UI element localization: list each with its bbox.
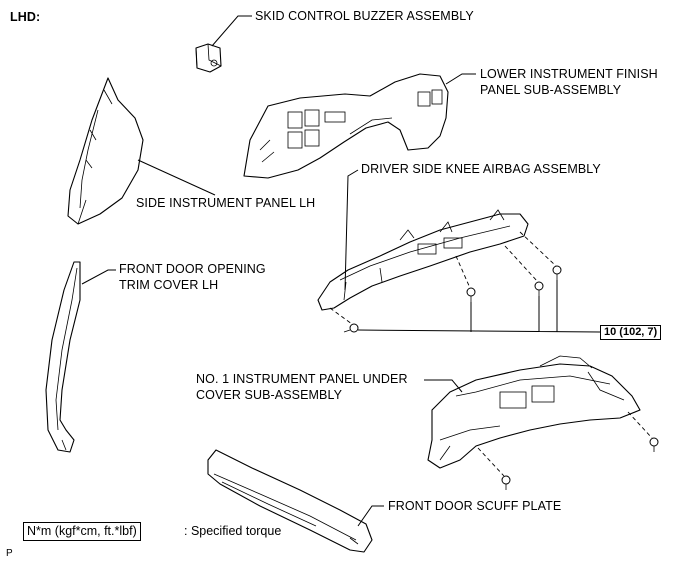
under-cover-bolt-1: [649, 437, 659, 452]
buzzer-leader-line: [211, 15, 252, 47]
torque-leader-lines: [357, 280, 601, 333]
under-cover-callout-line1: NO. 1 INSTRUMENT PANEL UNDER: [196, 372, 408, 386]
airbag-bolt-4: [343, 323, 359, 333]
variant-label: LHD:: [10, 10, 41, 24]
under-cover-leader-line: [424, 379, 463, 393]
side-instrument-panel-drawing: [67, 77, 144, 225]
door-trim-callout-line2: TRIM COVER LH: [119, 278, 219, 292]
lower-finish-panel-drawing: [243, 73, 449, 179]
airbag-bolt-2: [534, 281, 544, 296]
lower-panel-callout-line2: PANEL SUB-ASSEMBLY: [480, 83, 622, 97]
torque-spec-box: 10 (102, 7): [600, 325, 662, 340]
torque-legend-description: : Specified torque: [184, 524, 282, 538]
scuff-plate-callout: FRONT DOOR SCUFF PLATE: [388, 499, 562, 513]
door-trim-leader-line: [81, 269, 116, 285]
scuff-plate-drawing: [207, 449, 373, 553]
scuff-plate-leader-line: [357, 505, 384, 527]
airbag-bolt-1: [466, 287, 476, 302]
lower-panel-callout-line1: LOWER INSTRUMENT FINISH: [480, 67, 658, 81]
page-marker: P: [6, 548, 13, 559]
skid-control-buzzer-drawing: [195, 43, 222, 73]
side-panel-leader-line: [137, 159, 216, 196]
knee-airbag-leader-line: [344, 169, 359, 291]
door-trim-callout-line1: FRONT DOOR OPENING: [119, 262, 266, 276]
airbag-bolt-3: [552, 265, 562, 280]
under-cover-callout-line2: COVER SUB-ASSEMBLY: [196, 388, 343, 402]
knee-airbag-callout: DRIVER SIDE KNEE AIRBAG ASSEMBLY: [361, 162, 601, 176]
torque-unit-legend-box: N*m (kgf*cm, ft.*lbf): [23, 522, 141, 541]
under-cover-drawing: [427, 355, 641, 469]
knee-airbag-drawing: [317, 209, 529, 311]
lower-panel-leader-line: [445, 73, 476, 85]
side-panel-callout: SIDE INSTRUMENT PANEL LH: [136, 196, 316, 210]
under-cover-bolt-2: [501, 475, 511, 490]
buzzer-callout: SKID CONTROL BUZZER ASSEMBLY: [255, 9, 474, 23]
door-opening-trim-drawing: [45, 261, 81, 453]
